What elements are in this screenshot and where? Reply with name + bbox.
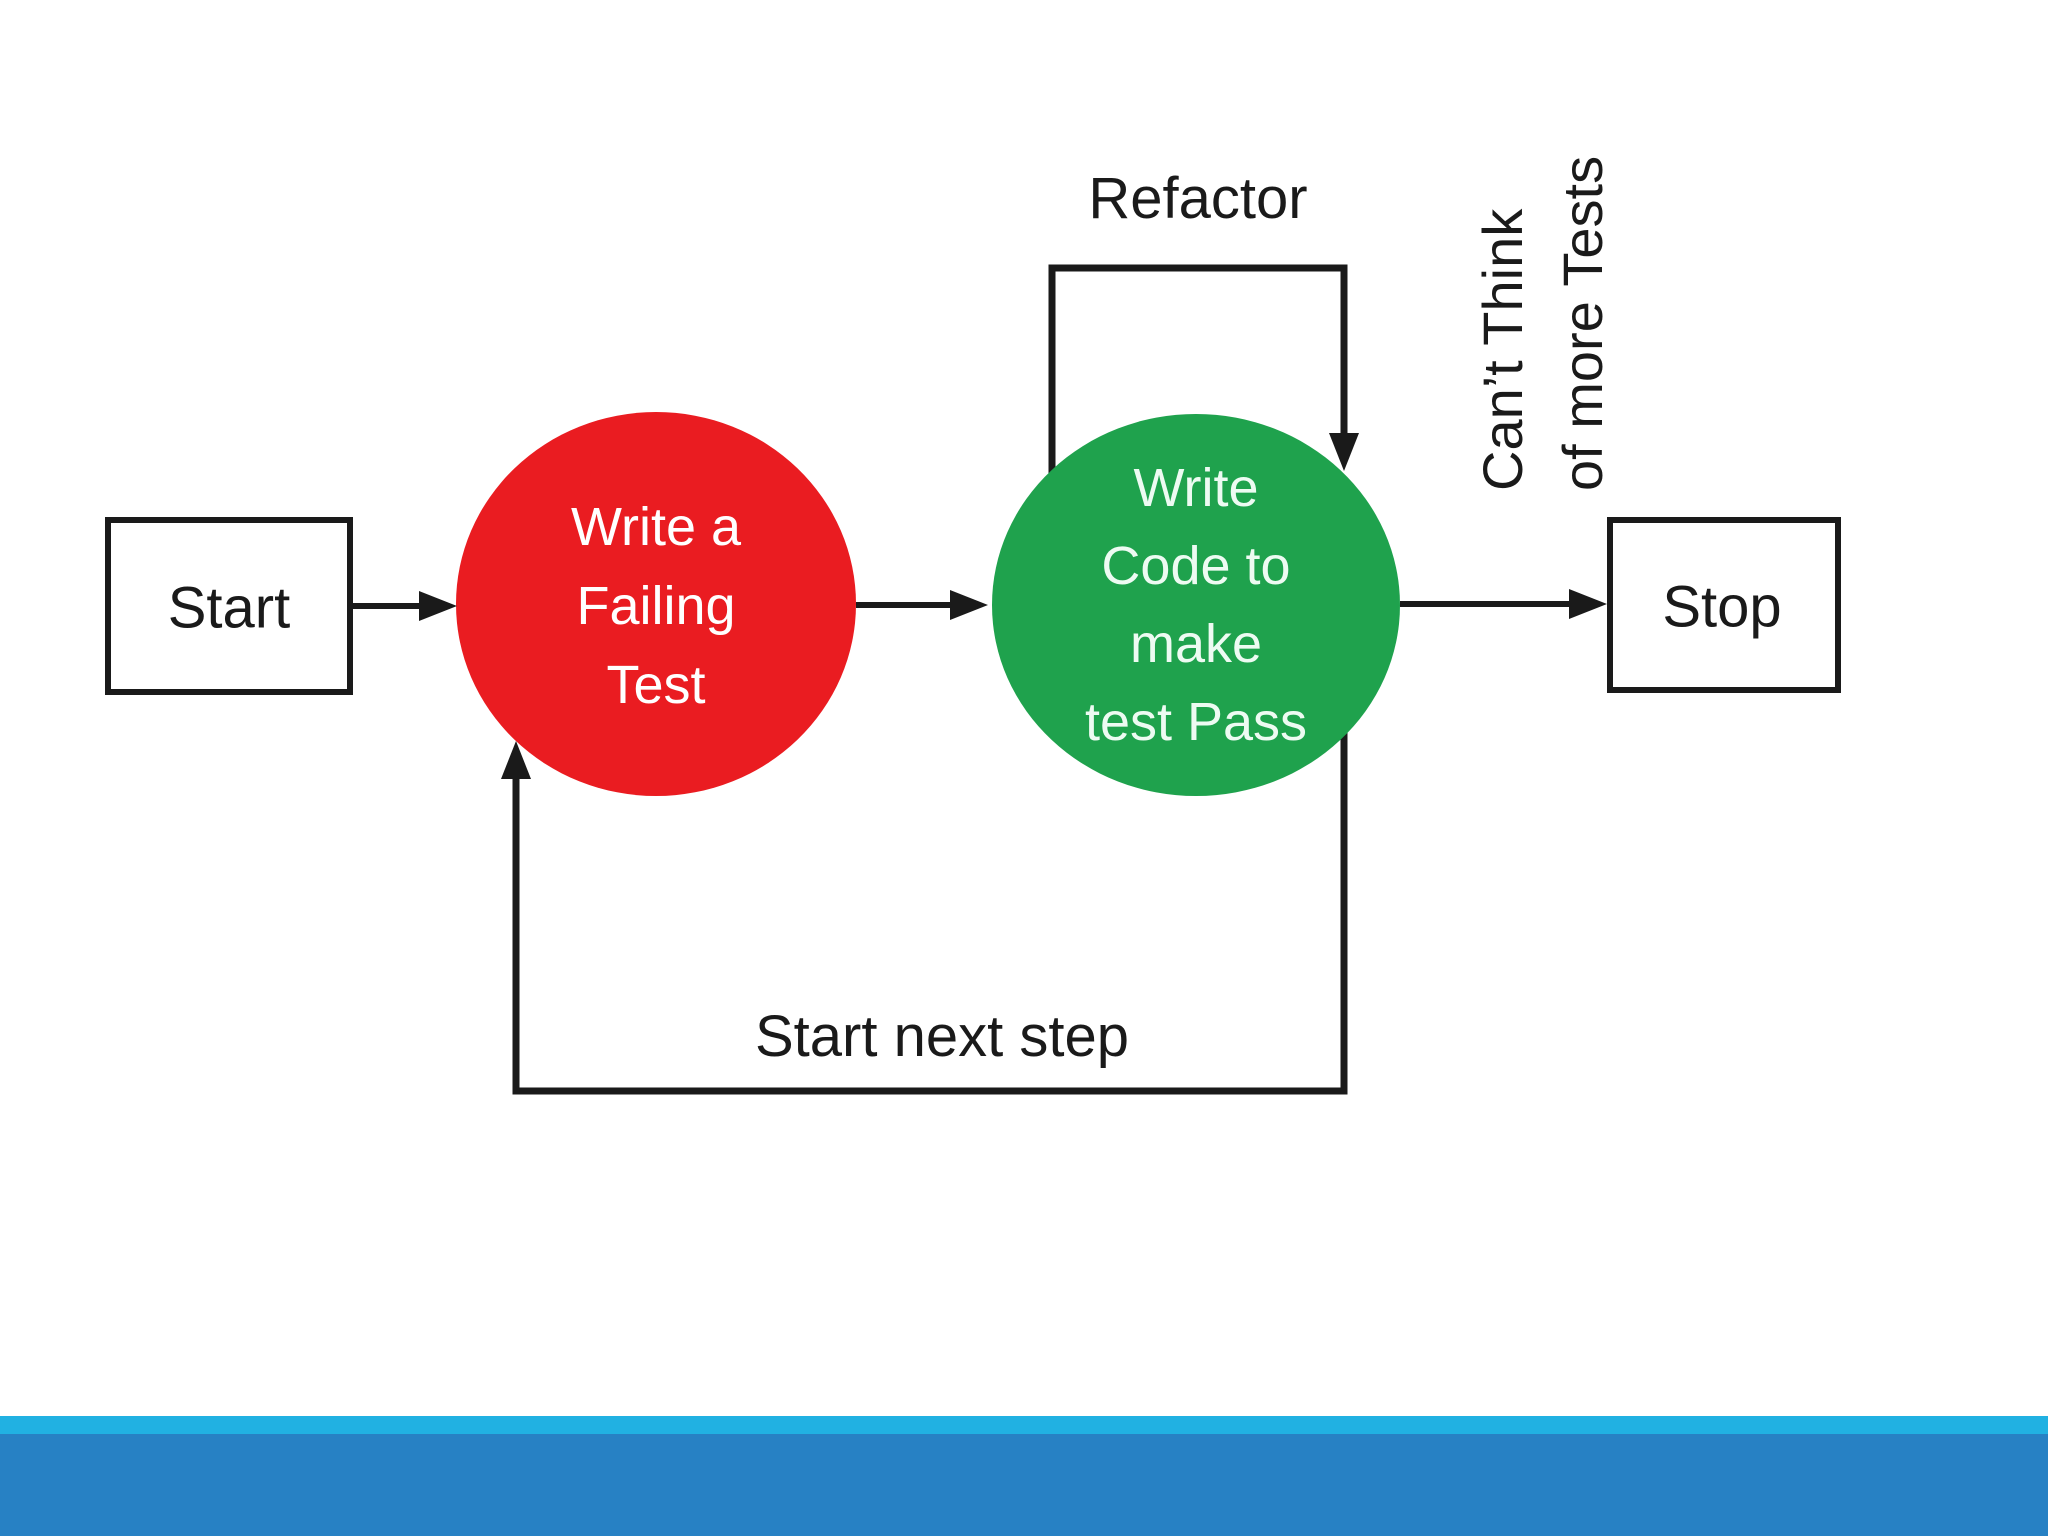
cant-think-label-line1: Can’t Think: [1471, 208, 1534, 491]
start-next-step-label: Start next step: [755, 1004, 1129, 1069]
refactor-label: Refactor: [1088, 166, 1307, 231]
arrow-start-to-failing-test-head-icon: [419, 591, 457, 621]
arrow-write-code-to-stop: [1400, 589, 1607, 619]
stop-box: [1607, 517, 1841, 693]
write-code-label-line1: Write: [1133, 458, 1258, 518]
failing-test-label-line1: Write a: [571, 497, 742, 557]
start-label: Start: [168, 576, 291, 641]
start-box: [105, 517, 353, 695]
stop-label: Stop: [1662, 575, 1781, 640]
refactor-loop-line: [1048, 264, 1348, 500]
arrow-failing-test-to-write-code-head-icon: [950, 590, 988, 620]
write-code-label-line3: make: [1130, 614, 1262, 674]
refactor-arrowhead-down-icon: [1329, 433, 1359, 471]
footer-bar: [0, 1434, 2048, 1536]
cant-think-label: Can’t Think of more Tests: [1471, 156, 1614, 491]
start-next-step-loop-connector: [512, 700, 1348, 1095]
write-code-label-line4: test Pass: [1085, 692, 1307, 752]
failing-test-label-line3: Test: [606, 655, 705, 715]
failing-test-circle: [456, 412, 856, 796]
failing-test-label-line2: Failing: [576, 576, 735, 636]
arrow-start-to-failing-test: [351, 591, 457, 621]
arrow-failing-test-to-write-code: [856, 590, 988, 620]
arrow-write-code-to-stop-head-icon: [1569, 589, 1607, 619]
write-code-circle: [992, 414, 1400, 796]
start-next-step-arrowhead-up-icon: [501, 741, 531, 779]
write-code-label-line2: Code to: [1101, 536, 1290, 596]
start-next-step-loop-line: [512, 700, 1348, 1095]
refactor-loop-connector: [1048, 264, 1348, 500]
cant-think-label-line2: of more Tests: [1551, 156, 1614, 491]
footer-accent-bar: [0, 1416, 2048, 1434]
